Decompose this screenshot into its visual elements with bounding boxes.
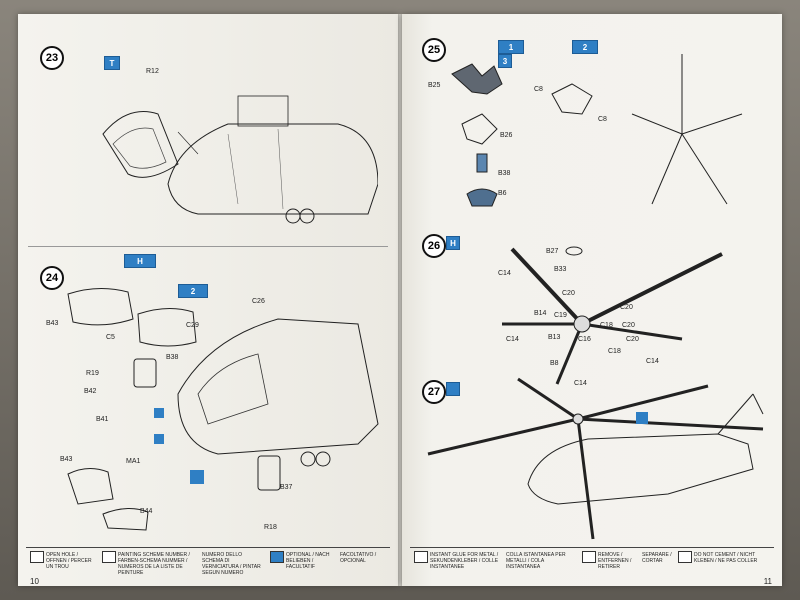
step-26-drawing <box>502 246 723 385</box>
step-25-icon-c: 3 <box>498 54 512 68</box>
part-label: C20 <box>626 336 639 343</box>
part-label: B8 <box>550 360 559 367</box>
part-label: B43 <box>46 320 59 327</box>
step-27-drawing <box>427 377 764 540</box>
legend-text: COLLA ISTANTANEA PER METALLI / COLA INST… <box>506 552 566 570</box>
part-label: C8 <box>598 116 607 123</box>
part-label: C8 <box>534 86 543 93</box>
part-label: B38 <box>498 170 511 177</box>
step-26-icon: H <box>446 236 460 250</box>
booklet-spine <box>396 14 404 586</box>
part-label: B14 <box>534 310 547 317</box>
part-label: C20 <box>562 290 575 297</box>
part-label: B43 <box>60 456 73 463</box>
legend-icon <box>678 551 692 563</box>
step-24-drawing <box>67 288 379 531</box>
part-label: C14 <box>646 358 659 365</box>
part-label: MA1 <box>126 458 141 465</box>
legend-text: REMOVE / ENTFERNEN / RETIRER <box>598 552 632 570</box>
part-label: B33 <box>554 266 567 273</box>
part-label: B38 <box>166 354 179 361</box>
part-label: C14 <box>574 380 587 387</box>
part-label: R19 <box>86 370 99 377</box>
step-number-26: 26 <box>422 234 446 258</box>
part-label: C18 <box>600 322 613 329</box>
legend-text: OPTIONAL / NACH BELIEBEN / FACULTATIF <box>286 552 330 570</box>
step-number-24: 24 <box>40 266 64 290</box>
step-25-icon-b: 2 <box>572 40 598 54</box>
left-page: 23 T R12 24 H 2 B43 C5 R19 B42 B41 MA1 B… <box>18 14 398 586</box>
legend-text: PAINTING SCHEME NUMBER / FARBEN-SCHEMA N… <box>118 552 190 576</box>
part-label: B27 <box>546 248 559 255</box>
step-number-23: 23 <box>40 46 64 70</box>
page-number: 10 <box>30 577 39 586</box>
part-label: C19 <box>554 312 567 319</box>
part-label: C18 <box>608 348 621 355</box>
legend-text: OPEN HOLE / OFFNEN / PERCER UN TROU <box>46 552 92 570</box>
step-25-drawing <box>451 54 743 207</box>
part-label: B13 <box>548 334 561 341</box>
part-label: C29 <box>186 322 199 329</box>
legend-text: FACOLTATIVO / OPCIONAL <box>340 552 377 564</box>
part-label: B25 <box>428 82 441 89</box>
step-number-25: 25 <box>422 38 446 62</box>
part-label: B41 <box>96 416 109 423</box>
part-label: B37 <box>280 484 293 491</box>
step-divider <box>28 246 388 247</box>
part-label: R12 <box>146 68 159 75</box>
step-24-icon-b: 2 <box>178 284 208 298</box>
legend-icon <box>582 551 596 563</box>
legend-text: SEPARARE / CORTAR <box>642 552 672 564</box>
legend-icon <box>270 551 284 563</box>
legend-text: DO NOT CEMENT / NICHT KLEBEN / NE PAS CO… <box>694 552 758 564</box>
legend-icon <box>102 551 116 563</box>
step-23-drawing <box>102 95 378 224</box>
part-label: B6 <box>498 190 507 197</box>
part-label: C20 <box>620 304 633 311</box>
legend-text: NUMERO DELLO SCHEMA DI VERNICIATURA / PI… <box>202 552 261 576</box>
part-label: B26 <box>500 132 513 139</box>
step-25-icon-a: 1 <box>498 40 524 54</box>
step-27-icon <box>446 382 460 396</box>
step-23-icon: T <box>104 56 120 70</box>
part-label: C16 <box>578 336 591 343</box>
right-page: 25 1 2 3 B25 B26 B38 B6 C8 C8 26 H B27 B… <box>402 14 782 586</box>
legend-icon <box>414 551 428 563</box>
right-legend: INSTANT GLUE FOR METAL / SEKUNDENKLEBER … <box>410 547 774 578</box>
part-label: B42 <box>84 388 97 395</box>
part-label: C20 <box>622 322 635 329</box>
left-legend: OPEN HOLE / OFFNEN / PERCER UN TROU PAIN… <box>26 547 390 578</box>
step-number-27: 27 <box>422 380 446 404</box>
part-label: C26 <box>252 298 265 305</box>
step-24-icon-a: H <box>124 254 156 268</box>
part-label: R18 <box>264 524 277 531</box>
part-label: C5 <box>106 334 115 341</box>
part-label: C14 <box>506 336 519 343</box>
page-number: 11 <box>763 577 772 586</box>
legend-text: INSTANT GLUE FOR METAL / SEKUNDENKLEBER … <box>430 552 499 570</box>
legend-icon <box>30 551 44 563</box>
part-label: C14 <box>498 270 511 277</box>
